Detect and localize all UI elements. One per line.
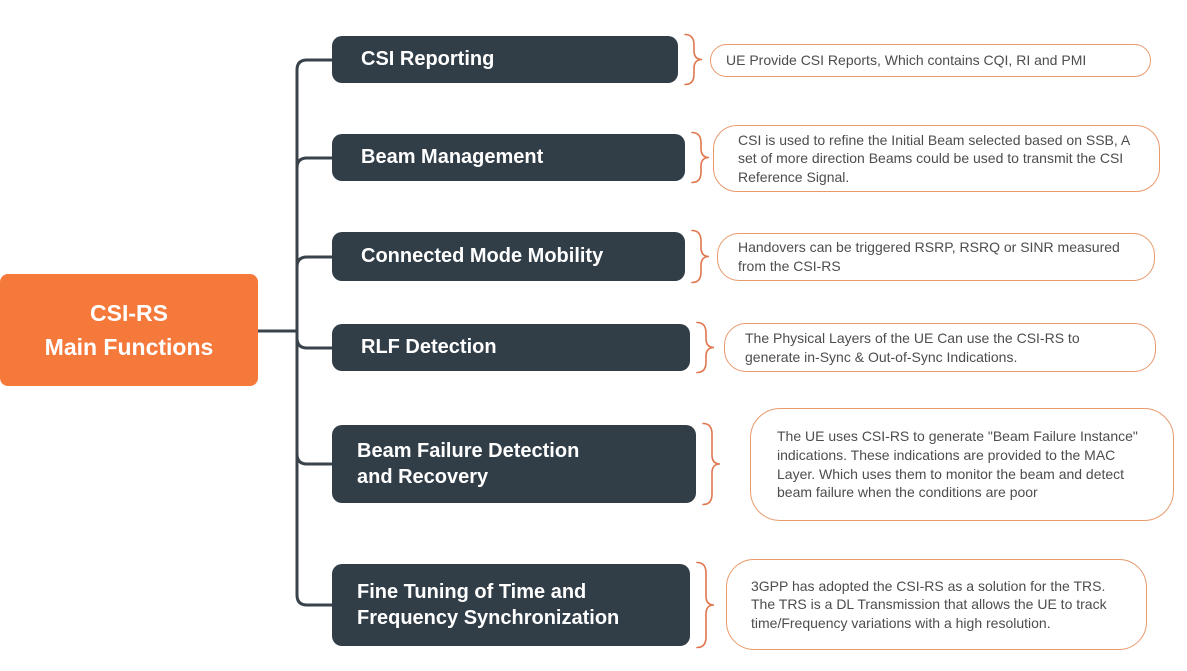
branch-line-6 xyxy=(295,331,332,607)
description-text: The UE uses CSI-RS to generate "Beam Fai… xyxy=(777,428,1138,501)
brace-icon xyxy=(691,229,710,284)
node-label: Beam Management xyxy=(361,146,544,169)
root-node-label: CSI-RS Main Functions xyxy=(44,299,214,360)
description-bubble: The UE uses CSI-RS to generate "Beam Fai… xyxy=(750,408,1174,521)
node-fine-tuning-sync: Fine Tuning of Time and Frequency Synchr… xyxy=(332,564,690,646)
branch-line-2 xyxy=(295,156,332,331)
node-rlf-detection: RLF Detection xyxy=(332,324,690,371)
description-bubble: Handovers can be triggered RSRP, RSRQ or… xyxy=(717,233,1155,281)
branch-line-3 xyxy=(295,255,332,331)
branch-line-1 xyxy=(295,58,332,331)
node-label: Connected Mode Mobility xyxy=(361,245,604,268)
description-bubble: 3GPP has adopted the CSI-RS as a solutio… xyxy=(726,559,1147,650)
branch-line-5 xyxy=(295,331,332,466)
node-beam-management: Beam Management xyxy=(332,134,685,181)
node-label: Beam Failure Detection and Recovery xyxy=(357,439,580,488)
root-node: CSI-RS Main Functions xyxy=(0,274,258,386)
brace-icon xyxy=(702,422,721,506)
description-bubble: CSI is used to refine the Initial Beam s… xyxy=(713,125,1160,192)
description-bubble: The Physical Layers of the UE Can use th… xyxy=(724,323,1156,372)
brace-icon xyxy=(696,321,715,374)
node-label: RLF Detection xyxy=(361,336,497,359)
node-beam-failure-detection: Beam Failure Detection and Recovery xyxy=(332,425,696,503)
description-text: UE Provide CSI Reports, Which contains C… xyxy=(726,52,1087,69)
brace-icon xyxy=(691,131,710,184)
node-label: Fine Tuning of Time and Frequency Synchr… xyxy=(357,580,620,629)
brace-icon xyxy=(684,33,703,86)
node-connected-mode-mobility: Connected Mode Mobility xyxy=(332,232,685,281)
brace-icon xyxy=(696,561,715,649)
description-text: The Physical Layers of the UE Can use th… xyxy=(745,329,1080,365)
description-bubble: UE Provide CSI Reports, Which contains C… xyxy=(710,44,1151,77)
branch-line-4 xyxy=(295,331,332,350)
description-text: CSI is used to refine the Initial Beam s… xyxy=(738,131,1130,185)
node-label: CSI Reporting xyxy=(361,48,495,71)
description-text: Handovers can be triggered RSRP, RSRQ or… xyxy=(738,239,1120,274)
node-csi-reporting: CSI Reporting xyxy=(332,36,678,83)
description-text: 3GPP has adopted the CSI-RS as a solutio… xyxy=(751,577,1107,631)
